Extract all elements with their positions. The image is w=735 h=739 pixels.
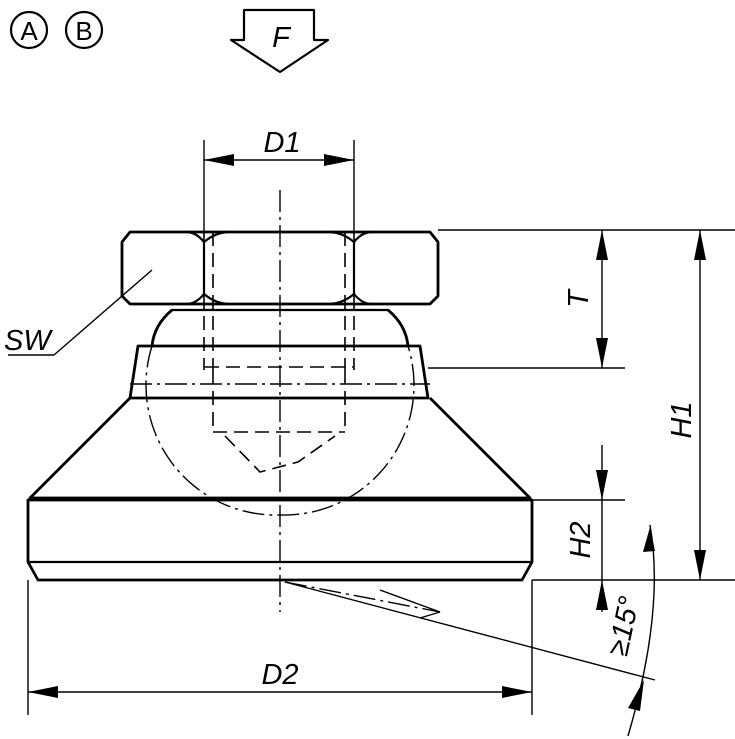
ball-neck xyxy=(150,308,410,347)
dimension-d1: D1 xyxy=(203,127,355,232)
dimension-t: T xyxy=(428,229,735,369)
sw-label: SW xyxy=(4,325,53,357)
ball-hidden xyxy=(145,345,415,516)
angle-label: ≥15° xyxy=(602,594,646,659)
tilted-pad-hint xyxy=(284,581,441,619)
variant-a-badge: A xyxy=(9,10,49,50)
force-arrow: F xyxy=(229,8,330,74)
dimension-h2: H2 xyxy=(532,445,735,612)
drill-point-hidden xyxy=(212,370,346,473)
force-label: F xyxy=(272,22,292,54)
threaded-stud-hidden xyxy=(203,232,355,370)
variant-b-badge: B xyxy=(64,10,104,50)
variant-b-label: B xyxy=(75,16,92,46)
dimension-angle: ≥15° xyxy=(284,524,656,737)
d1-label: D1 xyxy=(263,127,300,159)
hex-nut xyxy=(120,230,440,306)
dimension-h1: H1 xyxy=(666,230,706,580)
h2-label: H2 xyxy=(565,521,597,558)
h1-label: H1 xyxy=(666,401,698,438)
dimension-d2: D2 xyxy=(27,580,533,715)
variant-a-label: A xyxy=(20,16,38,46)
base-body xyxy=(26,344,534,582)
d2-label: D2 xyxy=(261,659,298,691)
t-label: T xyxy=(563,288,595,308)
dimension-sw: SW xyxy=(4,269,153,357)
